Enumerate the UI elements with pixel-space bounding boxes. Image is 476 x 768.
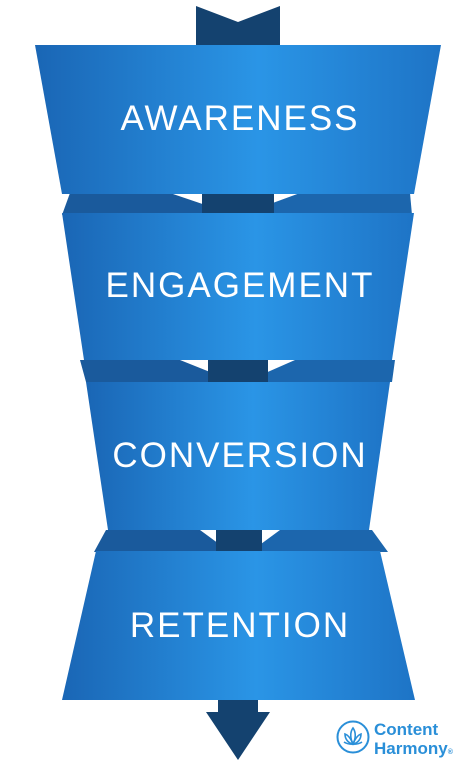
fold-shadow bbox=[240, 193, 412, 215]
bottom-exit-arrow bbox=[206, 700, 270, 760]
awareness-label: AWARENESS bbox=[120, 99, 359, 138]
top-entry-arrow bbox=[196, 6, 280, 46]
connector-bar bbox=[208, 360, 268, 382]
registered-mark: ® bbox=[447, 749, 453, 756]
brand-line-1: Content bbox=[374, 720, 439, 739]
engagement-label: ENGAGEMENT bbox=[106, 266, 375, 305]
awareness-band bbox=[35, 45, 441, 194]
connector-bar bbox=[202, 193, 274, 215]
fold-shadow bbox=[62, 193, 235, 215]
engagement-band bbox=[62, 213, 414, 360]
conversion-band bbox=[86, 382, 390, 530]
retention-label: RETENTION bbox=[130, 606, 350, 645]
fold-shadow bbox=[250, 530, 388, 552]
content-harmony-logo: Content Harmony® bbox=[336, 718, 470, 760]
connector-bar bbox=[216, 530, 262, 552]
brand-line-2: Harmony bbox=[374, 739, 448, 758]
fold-shadow bbox=[94, 530, 230, 552]
lotus-icon bbox=[336, 720, 370, 754]
retention-band bbox=[62, 551, 415, 700]
fold-shadow bbox=[80, 360, 235, 382]
conversion-label: CONVERSION bbox=[112, 436, 367, 475]
fold-shadow bbox=[245, 360, 395, 382]
